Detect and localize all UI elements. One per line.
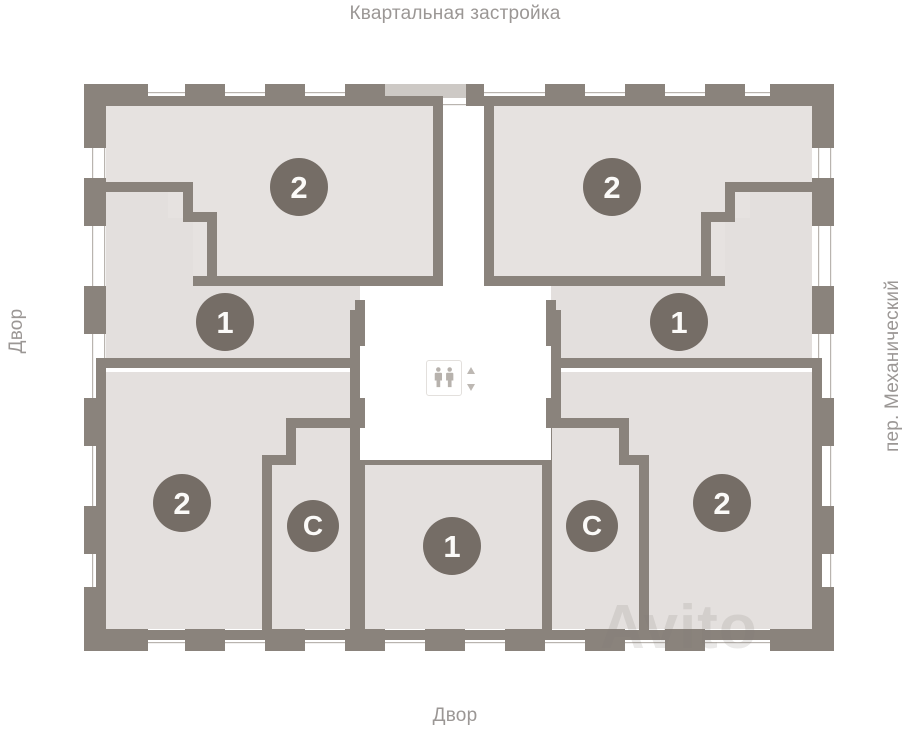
elevator-icon bbox=[434, 367, 454, 388]
unit-badge-bottom-left[interactable]: 2 bbox=[153, 474, 211, 532]
surrounding-label-top: Квартальная застройка bbox=[349, 3, 561, 24]
elevator-indicator bbox=[426, 360, 475, 404]
apartment-floor-fills bbox=[96, 96, 822, 640]
entrance-band bbox=[385, 84, 466, 98]
arrow-down-icon bbox=[467, 384, 475, 391]
unit-badge-bottom-center[interactable]: 1 bbox=[423, 517, 481, 575]
core-stub-left-upper bbox=[355, 300, 365, 346]
core-stub-right-lower bbox=[546, 398, 556, 428]
unit-badge-left-middle[interactable]: 1 bbox=[196, 293, 254, 351]
watermark: Avito bbox=[600, 593, 758, 662]
unit-fill-bottom-right-2 bbox=[551, 372, 822, 640]
core-stub-right-upper bbox=[546, 300, 556, 346]
unit-fill-left-1 bbox=[96, 182, 360, 358]
elevator-cab-box bbox=[426, 360, 462, 396]
unit-badge-bottom-left-studio[interactable]: С bbox=[287, 500, 339, 552]
core-stub-left-lower bbox=[355, 398, 365, 428]
unit-badge-bottom-right[interactable]: 2 bbox=[693, 474, 751, 532]
unit-badge-bottom-right-studio[interactable]: С bbox=[566, 500, 618, 552]
elevator-direction-arrows bbox=[467, 367, 475, 391]
unit-fill-top-left-2 bbox=[96, 96, 443, 276]
unit-badge-top-left[interactable]: 2 bbox=[270, 158, 328, 216]
unit-fill-right-1 bbox=[551, 182, 822, 358]
unit-badge-right-middle[interactable]: 1 bbox=[650, 293, 708, 351]
arrow-up-icon bbox=[467, 367, 475, 374]
unit-badge-top-right[interactable]: 2 bbox=[583, 158, 641, 216]
surrounding-label-bottom: Двор bbox=[432, 705, 478, 726]
unit-fill-top-right-2 bbox=[484, 96, 822, 276]
